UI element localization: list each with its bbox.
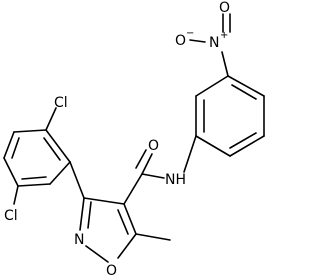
atom-o-label: O bbox=[106, 263, 117, 279]
aromatic-inner-bond bbox=[21, 176, 47, 180]
aromatic-inner-bond bbox=[229, 132, 257, 149]
dichlorophenyl-ring: Cl Cl bbox=[3, 95, 85, 224]
bond bbox=[3, 157, 19, 187]
structure-canvas: O − N + O O NH N O bbox=[3, 0, 265, 279]
atom-nh-label: NH bbox=[165, 172, 186, 188]
bond bbox=[141, 153, 153, 175]
bond bbox=[45, 129, 71, 163]
nitro-group: O − N + O bbox=[175, 0, 231, 77]
nitrophenyl-ring bbox=[195, 75, 265, 157]
atom-charge: + bbox=[220, 30, 228, 41]
bond bbox=[69, 161, 85, 199]
bond bbox=[135, 149, 147, 169]
aromatic-inner-bond bbox=[11, 137, 20, 159]
aromatic-inner-bond bbox=[43, 137, 61, 161]
bond bbox=[195, 135, 231, 157]
atom-charge: − bbox=[186, 28, 194, 39]
bond bbox=[17, 183, 51, 187]
bond bbox=[49, 161, 71, 185]
methyl-bond bbox=[135, 233, 171, 241]
bond bbox=[195, 75, 229, 97]
aromatic-inner-bond bbox=[231, 84, 257, 100]
bond bbox=[13, 129, 47, 133]
atom-o-label: O bbox=[219, 0, 230, 16]
molecule-drawing: O − N + O O NH N O bbox=[3, 0, 265, 279]
atom-o-label: O bbox=[175, 33, 186, 49]
atom-n-label: N bbox=[209, 35, 219, 51]
bond bbox=[117, 209, 129, 235]
bond bbox=[3, 131, 15, 159]
amide-group: O NH bbox=[123, 135, 197, 205]
bond bbox=[229, 135, 265, 157]
atom-o-label: O bbox=[148, 138, 159, 154]
bond bbox=[87, 201, 92, 229]
bond bbox=[183, 135, 197, 173]
bond bbox=[83, 197, 125, 205]
atom-n-label: N bbox=[74, 232, 84, 248]
bond bbox=[189, 39, 206, 43]
bond bbox=[123, 203, 137, 235]
bond bbox=[227, 75, 265, 97]
bond bbox=[117, 233, 137, 259]
bond bbox=[141, 173, 165, 179]
bond bbox=[79, 197, 85, 231]
bond bbox=[85, 245, 109, 263]
isoxazole-ring: N O bbox=[74, 197, 171, 279]
atom-cl-label: Cl bbox=[54, 95, 68, 111]
bond bbox=[221, 51, 229, 77]
bond bbox=[123, 173, 143, 205]
bond bbox=[45, 107, 57, 131]
bond bbox=[13, 185, 19, 205]
atom-cl-label: Cl bbox=[4, 208, 18, 224]
